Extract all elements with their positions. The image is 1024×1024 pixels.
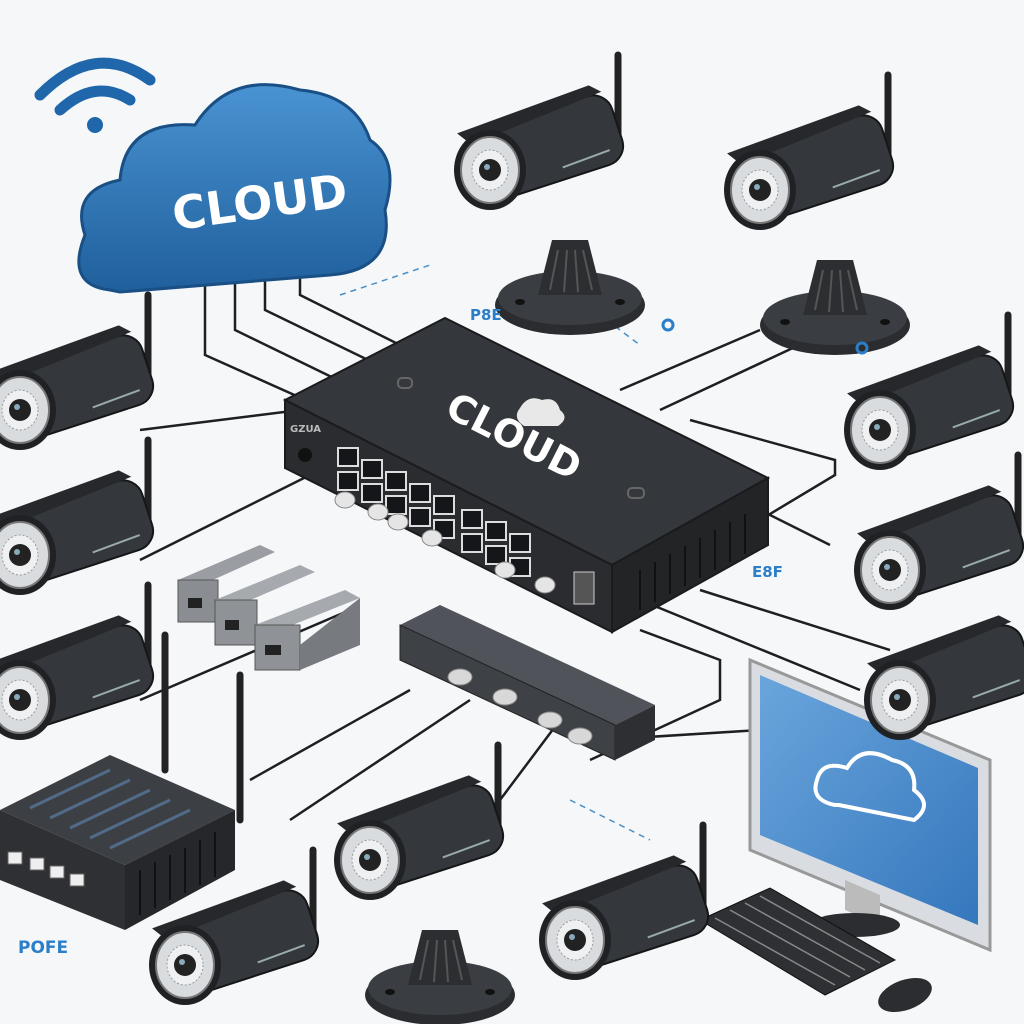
camera-top-2[interactable] xyxy=(724,75,898,230)
cloud-icon: CLOUD xyxy=(77,83,392,294)
poe-label-right: E8F xyxy=(752,563,783,581)
mouse-icon[interactable] xyxy=(874,971,937,1018)
camera-right-2[interactable] xyxy=(854,455,1024,610)
camera-top-1[interactable] xyxy=(454,55,628,210)
camera-left-2[interactable] xyxy=(0,440,158,595)
cloud-screen-icon xyxy=(813,751,926,823)
switch-model-label: GZUA xyxy=(290,424,321,435)
camera-bottom-1[interactable] xyxy=(334,745,508,900)
cloud-logo-icon xyxy=(516,398,565,426)
camera-bottom-3[interactable] xyxy=(539,825,713,980)
poe-label-top: P8E xyxy=(470,306,502,324)
camera-left-1[interactable] xyxy=(0,295,158,450)
poe-injectors[interactable] xyxy=(177,545,360,671)
keyboard-icon[interactable] xyxy=(698,887,897,996)
cable-plugs xyxy=(334,491,556,594)
monitor-icon[interactable] xyxy=(748,657,992,953)
link-icon xyxy=(661,318,675,332)
router-icon[interactable] xyxy=(0,631,244,930)
wifi-icon xyxy=(34,57,156,133)
camera-left-3[interactable] xyxy=(0,585,158,740)
link-icon xyxy=(855,341,869,355)
main-switch[interactable]: GZUA CLOUD xyxy=(282,316,771,634)
secondary-switch[interactable] xyxy=(399,605,655,761)
camera-mount xyxy=(759,259,911,356)
camera-mount xyxy=(364,929,516,1024)
camera-mount xyxy=(494,239,646,336)
poe-label-bottom: POFE xyxy=(18,938,68,958)
